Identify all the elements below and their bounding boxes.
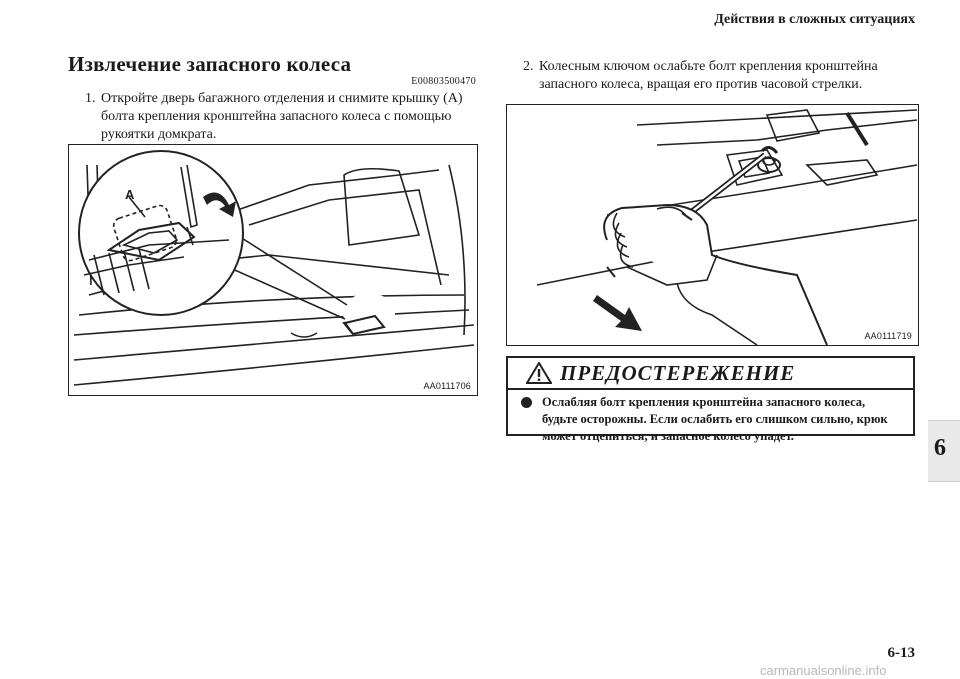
figure-trunk-cover: A AA0111706 bbox=[68, 144, 478, 396]
trunk-illustration: A bbox=[73, 150, 475, 386]
chapter-number: 6 bbox=[934, 435, 946, 461]
figure-wheel-wrench: AA0111719 bbox=[506, 104, 919, 346]
figure-code: AA0111719 bbox=[864, 331, 912, 341]
warning-item: Ослабляя болт крепления кронштейна запас… bbox=[508, 390, 913, 445]
warning-triangle-icon bbox=[526, 362, 552, 384]
step-2: 2. Колесным ключом ослабьте болт креплен… bbox=[523, 58, 915, 94]
page-number: 6-13 bbox=[887, 645, 916, 661]
wrench-illustration bbox=[536, 109, 918, 345]
callout-label-a: A bbox=[125, 187, 135, 202]
running-header: Действия в сложных ситуациях bbox=[714, 12, 915, 27]
warning-title: ПРЕДОСТЕРЕЖЕНИЕ bbox=[560, 361, 796, 385]
direction-arrow-icon bbox=[593, 295, 642, 331]
section-title: Извлечение запасного колеса bbox=[68, 52, 352, 76]
step-text: Откройте дверь багажного отделения и сни… bbox=[101, 91, 463, 142]
section-code: E00803500470 bbox=[411, 76, 476, 87]
warning-text: Ослабляя болт крепления кронштейна запас… bbox=[542, 395, 888, 443]
chapter-tab: 6 bbox=[928, 420, 960, 482]
step-number: 1. bbox=[85, 91, 96, 106]
warning-header: ПРЕДОСТЕРЕЖЕНИЕ bbox=[508, 358, 913, 390]
figure-code: AA0111706 bbox=[423, 381, 471, 391]
warning-box: ПРЕДОСТЕРЕЖЕНИЕ Ослабляя болт крепления … bbox=[506, 356, 915, 443]
step-1: 1. Откройте дверь багажного отделения и … bbox=[85, 90, 480, 144]
watermark: carmanualsonline.info bbox=[760, 663, 887, 678]
step-text: Колесным ключом ослабьте болт крепления … bbox=[539, 59, 878, 92]
rotation-arrow-icon bbox=[203, 192, 236, 217]
step-number: 2. bbox=[523, 59, 534, 74]
bullet-icon bbox=[521, 397, 532, 408]
